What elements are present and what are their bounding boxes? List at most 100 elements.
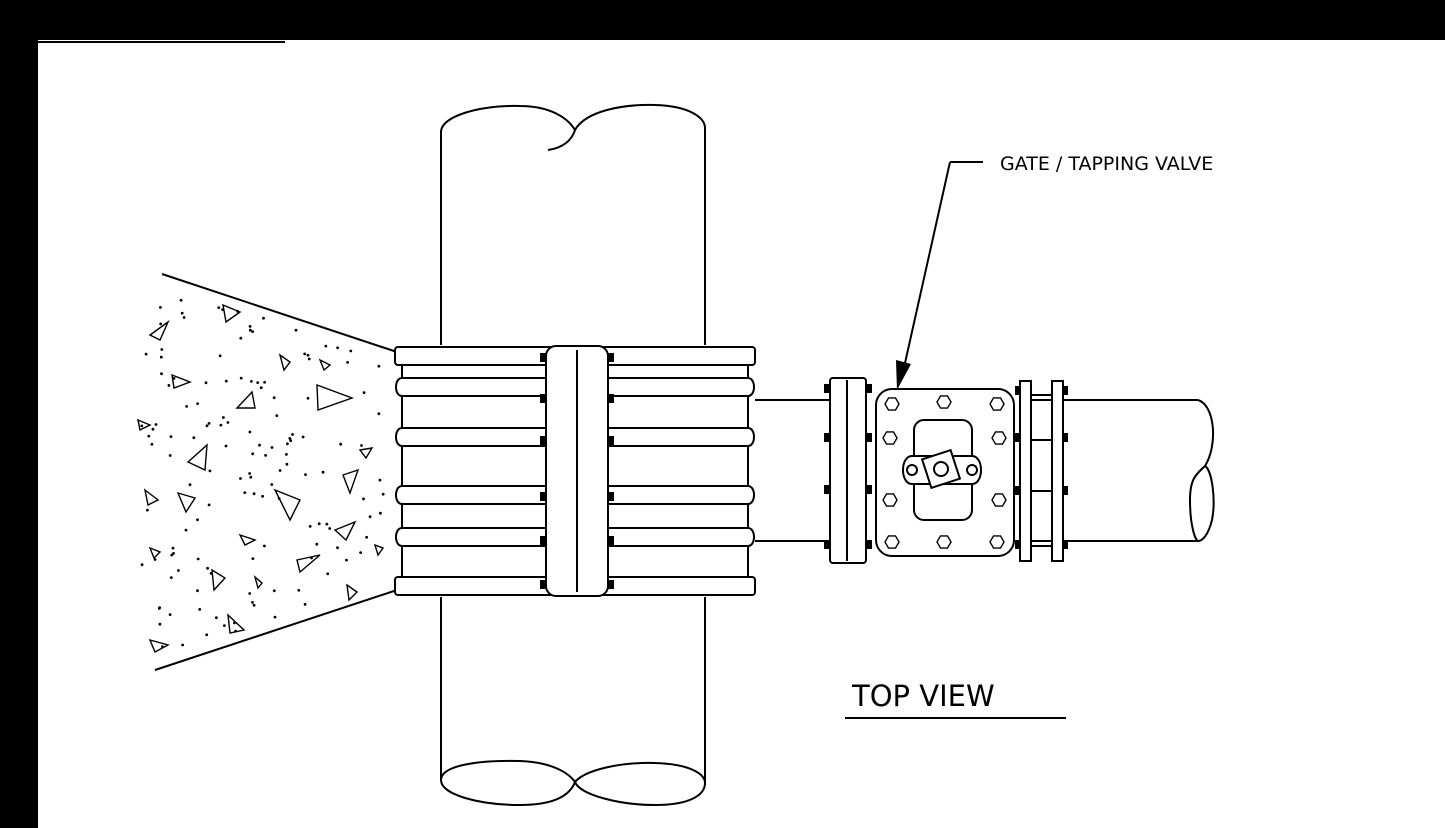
aggregate-dot xyxy=(286,442,289,446)
aggregate-stone xyxy=(346,583,359,602)
aggregate-dot xyxy=(223,624,226,627)
view-title: TOP VIEW xyxy=(851,679,995,713)
aggregate-dot xyxy=(182,316,186,319)
aggregate-dot xyxy=(288,437,292,440)
aggregate-dot xyxy=(196,518,199,522)
aggregate-dot xyxy=(360,444,363,447)
aggregate-dot xyxy=(209,572,213,575)
aggregate-dot xyxy=(184,528,188,532)
aggregate-dot xyxy=(263,544,266,548)
tapping-sleeve xyxy=(394,345,756,597)
aggregate-stone xyxy=(148,638,170,653)
aggregate-dot xyxy=(207,422,211,425)
valve-inlet-flange xyxy=(824,377,872,564)
aggregate-stone xyxy=(316,383,355,411)
bonnet-bolts xyxy=(882,395,1007,549)
bolt xyxy=(608,580,614,589)
aggregate-dot xyxy=(153,558,157,561)
aggregate-dot xyxy=(315,542,319,546)
aggregate-dot xyxy=(324,344,328,348)
aggregate-stone xyxy=(222,303,242,324)
aggregate-stone xyxy=(273,488,301,522)
aggregate-dot xyxy=(262,316,265,320)
hex-bolt-icon xyxy=(991,493,1007,507)
aggregate-dot xyxy=(181,643,185,647)
aggregate-dot xyxy=(239,336,243,340)
gate-tapping-valve xyxy=(875,388,1015,557)
aggregate-dot xyxy=(239,376,243,380)
aggregate-dot xyxy=(159,355,163,359)
aggregate-dot xyxy=(259,386,263,390)
aggregate-dot xyxy=(147,434,151,438)
aggregate-dot xyxy=(362,391,366,394)
aggregate-dot xyxy=(317,522,321,526)
hex-bolt-icon xyxy=(991,431,1007,445)
aggregate-dot xyxy=(151,427,155,431)
aggregate-dot xyxy=(248,328,252,332)
aggregate-dot xyxy=(336,346,339,350)
aggregate-dot xyxy=(224,379,228,383)
hex-bolt-icon xyxy=(989,535,1005,549)
concrete-aggregate xyxy=(137,298,385,653)
aggregate-dot xyxy=(248,430,252,434)
aggregate-dot xyxy=(205,424,209,428)
aggregate-dot xyxy=(160,372,163,376)
hex-bolt-icon xyxy=(989,397,1005,411)
aggregate-stone xyxy=(253,574,263,590)
aggregate-dot xyxy=(207,503,211,507)
aggregate-stone xyxy=(186,443,208,472)
aggregate-dot xyxy=(362,497,365,501)
aggregate-dot xyxy=(169,576,173,579)
aggregate-dot xyxy=(172,552,175,555)
callout-leader xyxy=(896,161,983,390)
aggregate-stone xyxy=(143,488,160,507)
aggregate-dot xyxy=(250,380,253,383)
valve-outlet-flange xyxy=(1015,380,1068,562)
aggregate-dot xyxy=(198,608,202,611)
aggregate-stone xyxy=(358,447,374,460)
aggregate-dot xyxy=(205,633,209,637)
aggregate-dot xyxy=(378,478,382,482)
aggregate-dot xyxy=(243,491,247,494)
aggregate-dot xyxy=(365,535,368,539)
aggregate-stone xyxy=(373,543,385,557)
aggregate-dot xyxy=(301,435,305,439)
aggregate-dot xyxy=(291,433,294,436)
aggregate-dot xyxy=(251,557,255,560)
aggregate-dot xyxy=(140,563,144,567)
bolt xyxy=(540,436,546,445)
bolt xyxy=(540,580,546,589)
aggregate-dot xyxy=(270,483,274,486)
aggregate-dot xyxy=(263,380,266,384)
aggregate-dot xyxy=(345,558,348,562)
aggregate-dot xyxy=(275,414,279,417)
aggregate-dot xyxy=(308,525,312,528)
aggregate-dot xyxy=(159,322,163,326)
hex-bolt-icon xyxy=(936,535,952,549)
aggregate-dot xyxy=(307,357,311,361)
aggregate-dot xyxy=(377,364,381,368)
aggregate-dot xyxy=(249,475,253,479)
aggregate-dot xyxy=(297,588,301,592)
aggregate-dot xyxy=(169,435,173,438)
aggregate-dot xyxy=(258,443,261,447)
aggregate-dot xyxy=(161,645,164,649)
aggregate-dot xyxy=(157,607,161,610)
aggregate-dot xyxy=(339,442,343,446)
aggregate-dot xyxy=(160,348,164,351)
aggregate-dot xyxy=(158,622,162,626)
aggregate-dot xyxy=(219,423,223,427)
aggregate-dot xyxy=(185,405,189,408)
aggregate-dot xyxy=(146,508,149,512)
aggregate-dot xyxy=(336,546,339,550)
aggregate-stone xyxy=(176,491,197,514)
aggregate-dot xyxy=(256,381,260,384)
aggregate-dot xyxy=(251,452,255,456)
bolt xyxy=(540,353,546,362)
aggregate-dot xyxy=(144,352,148,356)
aggregate-dot xyxy=(264,454,267,457)
aggregate-dot xyxy=(252,603,256,607)
aggregate-dot xyxy=(272,589,276,593)
aggregate-stone xyxy=(318,358,332,372)
aggregate-dot xyxy=(304,473,307,476)
